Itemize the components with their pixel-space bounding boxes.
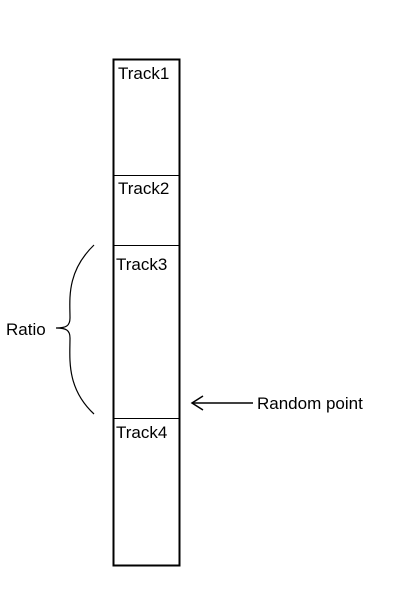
ratio-brace [55,244,95,415]
track-label-3: Track3 [116,255,167,274]
random-point-arrow-head [190,395,204,411]
track-label-1: Track1 [118,64,169,83]
random-point-label: Random point [257,394,363,413]
track-label-2: Track2 [118,179,169,198]
track-label-4: Track4 [116,423,167,442]
track-column [112,58,181,567]
ratio-label: Ratio [6,320,46,339]
